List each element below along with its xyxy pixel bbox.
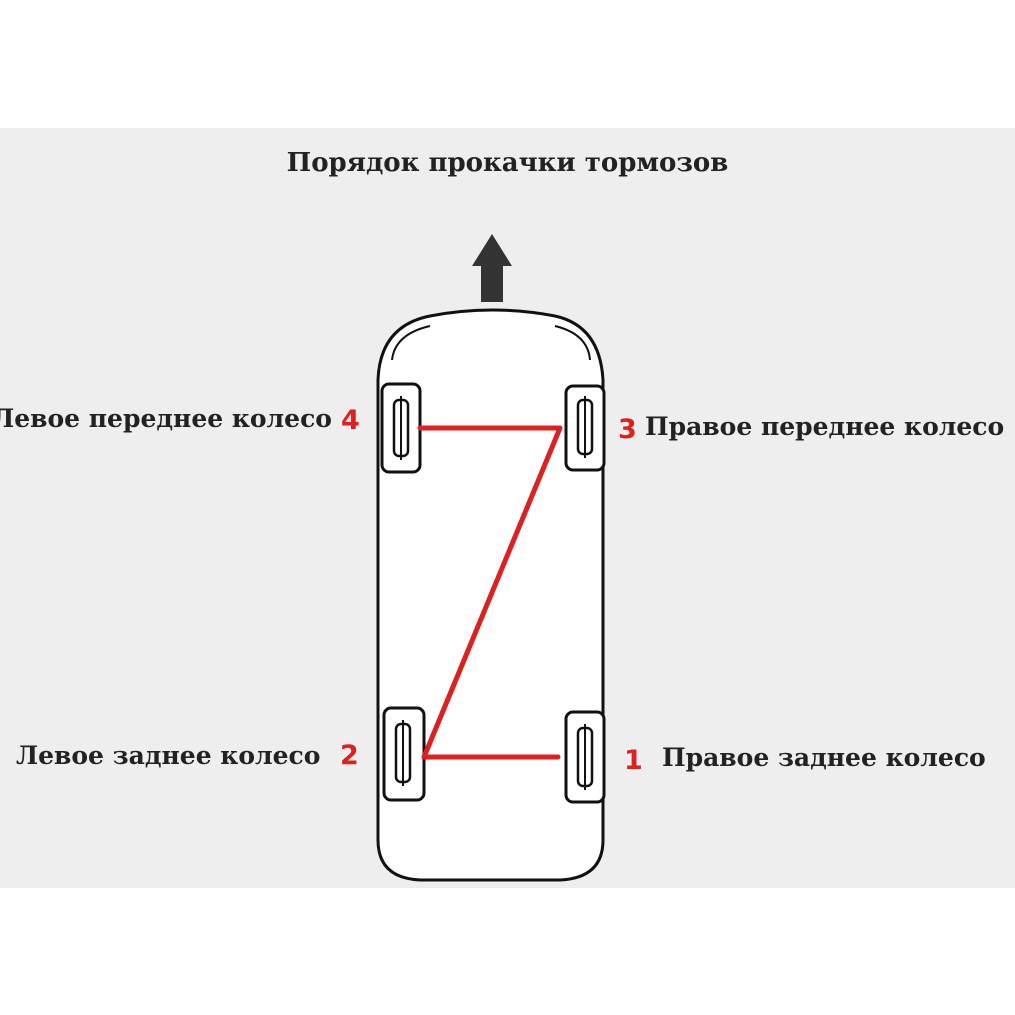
order-number-rear-left: 2 (340, 740, 359, 771)
wheel-icon-rear-right (564, 710, 606, 804)
order-number-front-right: 3 (618, 414, 637, 445)
label-rear-right-wheel: Правое заднее колесо (662, 743, 986, 772)
car-body-inner-line (391, 325, 431, 361)
order-number-rear-right: 1 (624, 745, 643, 776)
order-number-front-left: 4 (341, 405, 360, 436)
label-front-left-wheel: Левое переднее колесо (0, 404, 332, 433)
wheel-icon-front-right (564, 384, 606, 472)
label-rear-left-wheel: Левое заднее колесо (16, 741, 321, 770)
wheel-icon-front-left (380, 382, 422, 474)
arrow-up-icon (472, 234, 512, 302)
wheel-icon-rear-left (382, 706, 426, 802)
diagram-title: Порядок прокачки тормозов (286, 148, 729, 178)
car-body-inner-line-right (554, 325, 591, 361)
bleed-sequence-line (417, 425, 563, 760)
label-front-right-wheel: Правое переднее колесо (645, 412, 1005, 441)
